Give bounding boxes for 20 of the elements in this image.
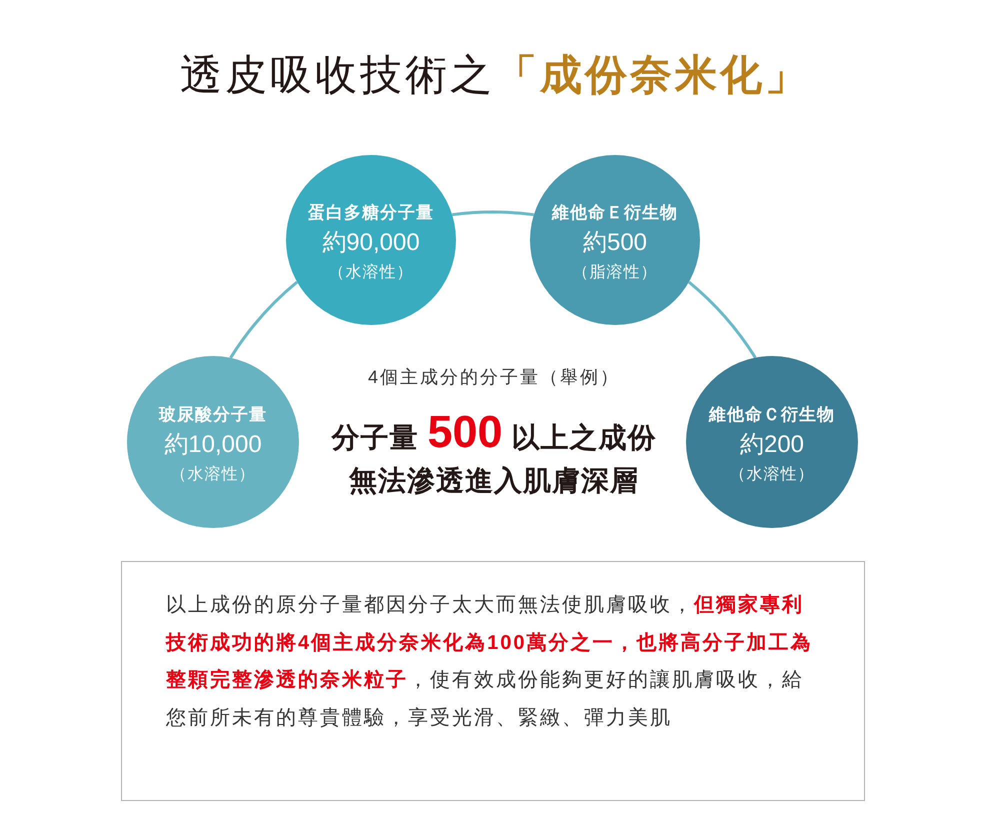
value-text: 約10,000 bbox=[164, 430, 262, 460]
subtitle: 4個主成分的分子量（舉例） bbox=[368, 366, 620, 389]
heading-text: 玻尿酸分子量 bbox=[159, 404, 267, 426]
heading-text: 蛋白多糖分子量 bbox=[308, 202, 434, 224]
connector-arc bbox=[229, 280, 298, 359]
value-text: 約90,000 bbox=[322, 228, 420, 258]
note-text: （水溶性） bbox=[328, 262, 414, 283]
connector-arc bbox=[452, 210, 534, 216]
value-text: 約200 bbox=[740, 430, 804, 460]
note-text: （水溶性） bbox=[730, 464, 814, 485]
value-text: 約500 bbox=[582, 228, 648, 258]
connector-arc bbox=[688, 280, 757, 358]
title: 透皮吸收技術之「成份奈米化」 bbox=[180, 51, 810, 99]
note-text: （水溶性） bbox=[170, 464, 256, 485]
heading-text: 維他命Ｃ衍生物 bbox=[709, 404, 835, 426]
statement-text: 分子量 500 以上之成份無法滲透進入肌膚深層 bbox=[330, 409, 658, 498]
heading-text: 維他命Ｅ衍生物 bbox=[552, 202, 678, 224]
note-text: （脂溶性） bbox=[572, 262, 658, 283]
paragraph: 以上成份的原分子量都因分子太大而無法使肌膚吸收，但獨家專利技術成功的將4個主成分奈米化為100萬分之一，也將高分子加工為整顆完整滲透的奈米粒子，使有效成份能夠更好的讓肌膚吸收，給您前所未有的尊貴體驗，享受光滑、緊緻、彈力美肌 bbox=[166, 592, 814, 730]
text-box bbox=[121, 561, 865, 801]
